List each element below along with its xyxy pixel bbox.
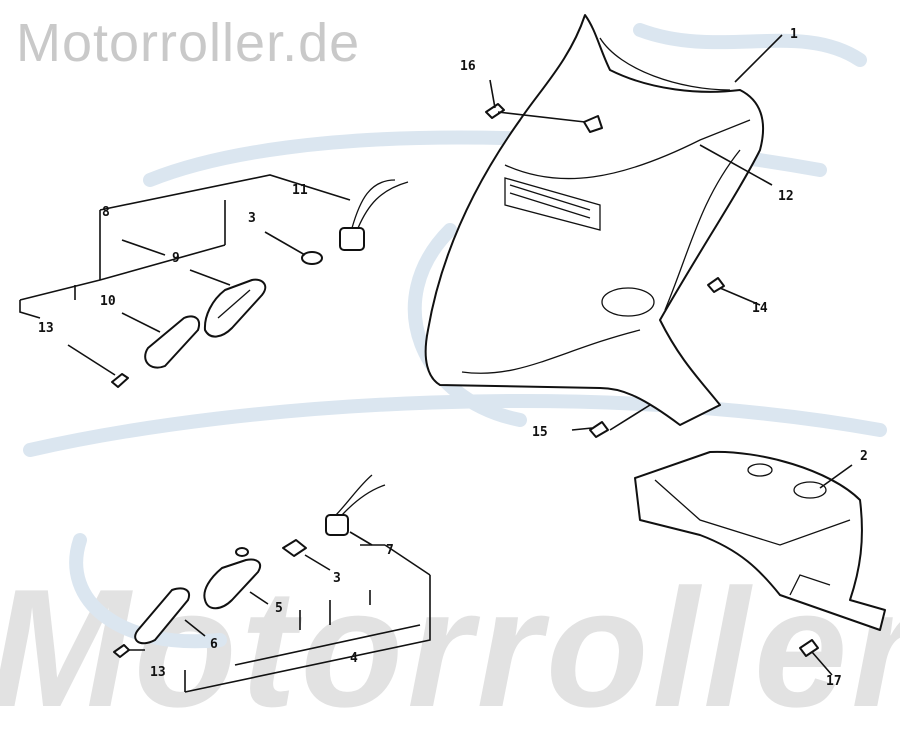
label-part-10: 10: [100, 294, 116, 309]
label-part-9: 9: [172, 251, 180, 266]
label-part-13-upper: 13: [38, 321, 54, 336]
label-part-7: 7: [386, 543, 394, 558]
part-screws: [485, 103, 819, 657]
watermark-top: Motorroller.de: [16, 13, 361, 73]
part-labels: 1 2 3 3 4 5 6 7 8 9 10 11 12 13 13 14 15…: [38, 27, 868, 689]
label-part-1: 1: [790, 27, 798, 42]
label-part-3-lower: 3: [333, 571, 341, 586]
label-part-11: 11: [292, 183, 308, 198]
exploded-parts-diagram: 1 2 3 3 4 5 6 7 8 9 10 11 12 13 13 14 15…: [19, 14, 887, 693]
part-front-shield: [424, 14, 765, 426]
label-part-14: 14: [752, 301, 768, 316]
label-part-16: 16: [460, 59, 476, 74]
label-part-12: 12: [778, 189, 794, 204]
leader-lines: [19, 34, 853, 693]
label-part-17: 17: [826, 674, 842, 689]
part-left-indicator-lower: [113, 474, 386, 658]
label-part-8: 8: [102, 205, 110, 220]
label-part-3-upper: 3: [248, 211, 256, 226]
part-inner-bracket: [634, 450, 886, 631]
label-part-13-lower: 13: [150, 665, 166, 680]
label-part-5: 5: [275, 601, 283, 616]
label-part-2: 2: [860, 449, 868, 464]
part-left-indicator-upper: [111, 179, 409, 388]
label-part-6: 6: [210, 637, 218, 652]
label-part-15: 15: [532, 425, 548, 440]
label-part-4: 4: [350, 651, 358, 666]
